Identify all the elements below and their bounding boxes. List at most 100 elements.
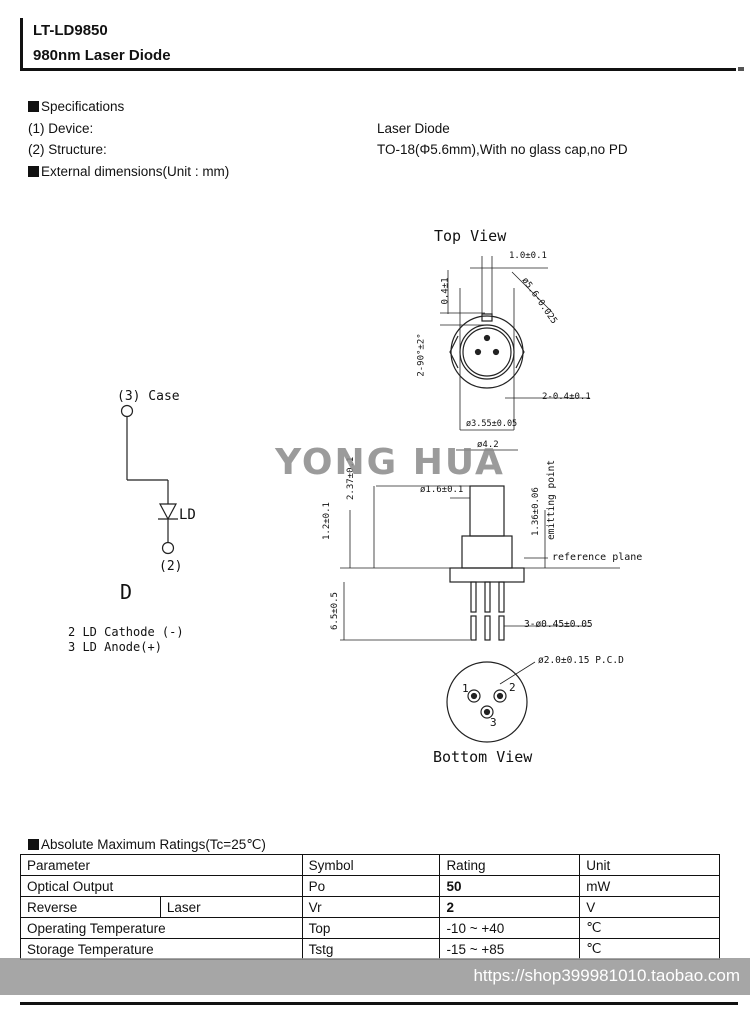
diode-symbol	[159, 503, 177, 521]
pin-dot	[492, 348, 500, 356]
device-value: Laser Diode	[377, 121, 450, 136]
side-view-window	[469, 485, 505, 537]
pin-dot	[483, 334, 491, 342]
bottom-view-label: Bottom View	[433, 748, 533, 766]
rating-cell: 50	[439, 875, 581, 897]
pin-dot	[483, 708, 491, 716]
dim-label: ø4.2	[477, 440, 499, 450]
dim-label: ø1.6±0.1	[420, 485, 464, 495]
bottom-view-pin-3	[480, 705, 494, 719]
square-bullet-icon	[28, 166, 39, 177]
pin-number: 3	[490, 716, 497, 729]
column-header: Parameter	[20, 854, 303, 876]
unit-cell: ℃	[579, 938, 720, 960]
side-view-flange	[449, 567, 525, 583]
side-view-lead	[498, 615, 505, 641]
dim-label: 0.4±1	[440, 277, 451, 305]
param-cell: Reverse	[20, 896, 161, 918]
pin2-label: (2)	[159, 559, 183, 574]
dimensions-heading-text: External dimensions(Unit : mm)	[41, 164, 230, 179]
table-header-row: Parameter Symbol Rating Unit	[20, 854, 720, 876]
table-row: Optical Output Po 50 mW	[20, 875, 720, 897]
product-name: 980nm Laser Diode	[33, 47, 171, 64]
ratings-heading: Absolute Maximum Ratings(Tc=25℃)	[28, 837, 266, 853]
symbol-cell: Tstg	[301, 938, 441, 960]
top-view-cap	[462, 327, 512, 377]
pin-dot	[474, 348, 482, 356]
rating-cell: -10 ~ +40	[439, 917, 581, 939]
bottom-view-pin-2	[493, 689, 507, 703]
store-url[interactable]: https://shop399981010.taobao.com	[473, 966, 740, 985]
side-view-lead	[484, 615, 491, 641]
dim-label: 6.5±0.5	[330, 592, 340, 630]
square-bullet-icon	[28, 101, 39, 112]
pin-description-cathode: 2 LD Cathode (-)	[68, 625, 184, 639]
top-view-notch	[481, 313, 493, 322]
dim-label: ø2.0±0.15 P.C.D	[538, 655, 624, 666]
dim-label: ø3.55±0.05	[466, 419, 518, 429]
specifications-heading: Specifications	[28, 99, 124, 114]
rating-cell: -15 ~ +85	[439, 938, 581, 960]
dim-label: 2-0.4±0.1	[542, 392, 591, 402]
bottom-view-outer	[446, 661, 528, 743]
dim-label: 1.2±0.1	[322, 502, 332, 540]
unit-cell: V	[579, 896, 720, 918]
pin-description-anode: 3 LD Anode(+)	[68, 640, 162, 654]
dim-label: 3-ø0.45±0.05	[524, 619, 593, 630]
device-label: (1) Device:	[28, 121, 94, 136]
dim-label: 1.0±0.1	[509, 251, 547, 261]
symbol-cell: Vr	[301, 896, 441, 918]
structure-value: TO-18(Φ5.6mm),With no glass cap,no PD	[377, 142, 628, 157]
ld-label: LD	[179, 507, 196, 523]
side-view-lead	[470, 581, 477, 613]
rating-cell: 2	[439, 896, 581, 918]
column-header: Unit	[579, 854, 720, 876]
column-header: Symbol	[301, 854, 441, 876]
symbol-cell: Po	[301, 875, 441, 897]
side-view-lead	[484, 581, 491, 613]
letter-d: D	[120, 580, 133, 604]
dim-label: 2-90°±2°	[416, 333, 427, 377]
param-cell: Storage Temperature	[20, 938, 303, 960]
param-cell: Operating Temperature	[20, 917, 303, 939]
side-view-cap	[461, 535, 513, 569]
top-view-inner	[459, 324, 515, 380]
pin-number: 2	[509, 681, 516, 694]
footer-rule	[20, 1002, 738, 1005]
header-rule	[20, 68, 736, 71]
emitting-point-label: emitting point	[546, 459, 557, 540]
ld-terminal	[161, 541, 175, 555]
dimension-drawing-svg	[120, 256, 620, 743]
watermark-text: YONG HUA	[275, 442, 505, 483]
leader-line	[499, 661, 536, 685]
bottom-view-pin-1	[467, 689, 481, 703]
dimension-drawing	[0, 210, 750, 790]
ratings-heading-text: Absolute Maximum Ratings(Tc=25℃)	[41, 837, 266, 852]
title-block: LT-LD9850 980nm Laser Diode	[20, 18, 171, 70]
model-number: LT-LD9850	[33, 22, 108, 39]
top-view-key-right	[515, 335, 525, 369]
case-label: (3) Case	[117, 389, 180, 404]
dim-label: 1.36±0.06	[531, 487, 541, 536]
case-terminal	[120, 404, 134, 418]
dimensions-heading: External dimensions(Unit : mm)	[28, 164, 229, 179]
side-view-lead	[498, 581, 505, 613]
header-rule-tail	[738, 67, 744, 71]
pin-dot	[470, 692, 478, 700]
table-row: Reverse Laser Vr 2 V	[20, 896, 720, 918]
top-view-outer	[450, 315, 524, 389]
structure-label: (2) Structure:	[28, 142, 107, 157]
square-bullet-icon	[28, 839, 39, 850]
unit-cell: ℃	[579, 917, 720, 939]
param-cell: Optical Output	[20, 875, 303, 897]
pin-number: 1	[462, 682, 469, 695]
reference-plane-label: reference plane	[552, 552, 643, 563]
top-view-key-left	[449, 335, 459, 369]
column-header: Rating	[439, 854, 581, 876]
sub-param-cell: Laser	[159, 896, 303, 918]
table-row: Storage Temperature Tstg -15 ~ +85 ℃	[20, 938, 720, 960]
store-url-banner: https://shop399981010.taobao.com	[0, 958, 750, 995]
top-view-label: Top View	[434, 227, 507, 245]
table-row: Operating Temperature Top -10 ~ +40 ℃	[20, 917, 720, 939]
pin-dot	[496, 692, 504, 700]
